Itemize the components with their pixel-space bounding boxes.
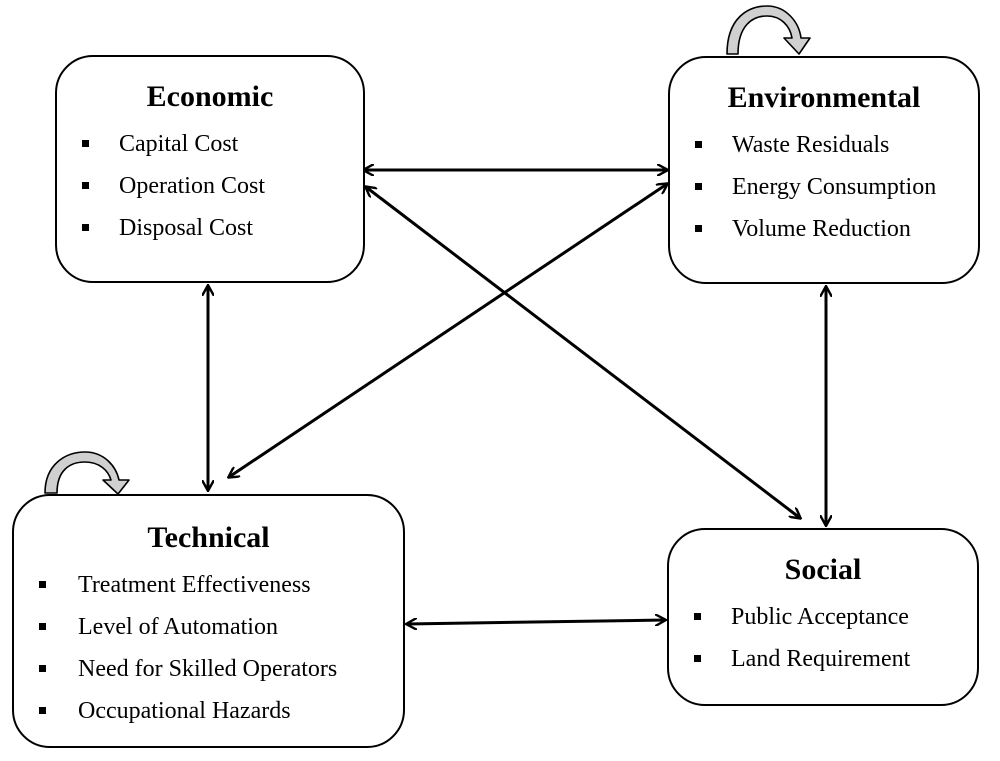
environmental-list: Waste Residuals Energy Consumption Volum… [670, 124, 978, 250]
social-list: Public Acceptance Land Requirement [669, 596, 977, 680]
technical-list: Treatment Effectiveness Level of Automat… [14, 564, 403, 732]
economic-list: Capital Cost Operation Cost Disposal Cos… [57, 123, 363, 249]
environmental-title: Environmental [727, 81, 921, 114]
technical-title: Technical [147, 521, 270, 554]
arrow-environmental-technical [229, 184, 667, 477]
list-item: Public Acceptance [669, 596, 977, 638]
social-title: Social [784, 553, 862, 586]
list-item: Disposal Cost [57, 207, 363, 249]
list-item: Capital Cost [57, 123, 363, 165]
technical-box: Technical Treatment Effectiveness Level … [12, 494, 405, 748]
list-item: Operation Cost [57, 165, 363, 207]
list-item: Land Requirement [669, 638, 977, 680]
economic-box: Economic Capital Cost Operation Cost Dis… [55, 55, 365, 283]
list-item: Occupational Hazards [14, 690, 403, 732]
self-loop-technical-icon [44, 451, 130, 495]
self-loop-environmental-icon [726, 5, 811, 55]
economic-title: Economic [146, 80, 274, 113]
list-item: Level of Automation [14, 606, 403, 648]
arrow-technical-social [407, 620, 665, 624]
environmental-box: Environmental Waste Residuals Energy Con… [668, 56, 980, 284]
list-item: Volume Reduction [670, 208, 978, 250]
list-item: Treatment Effectiveness [14, 564, 403, 606]
list-item: Need for Skilled Operators [14, 648, 403, 690]
list-item: Waste Residuals [670, 124, 978, 166]
social-box: Social Public Acceptance Land Requiremen… [667, 528, 979, 706]
list-item: Energy Consumption [670, 166, 978, 208]
